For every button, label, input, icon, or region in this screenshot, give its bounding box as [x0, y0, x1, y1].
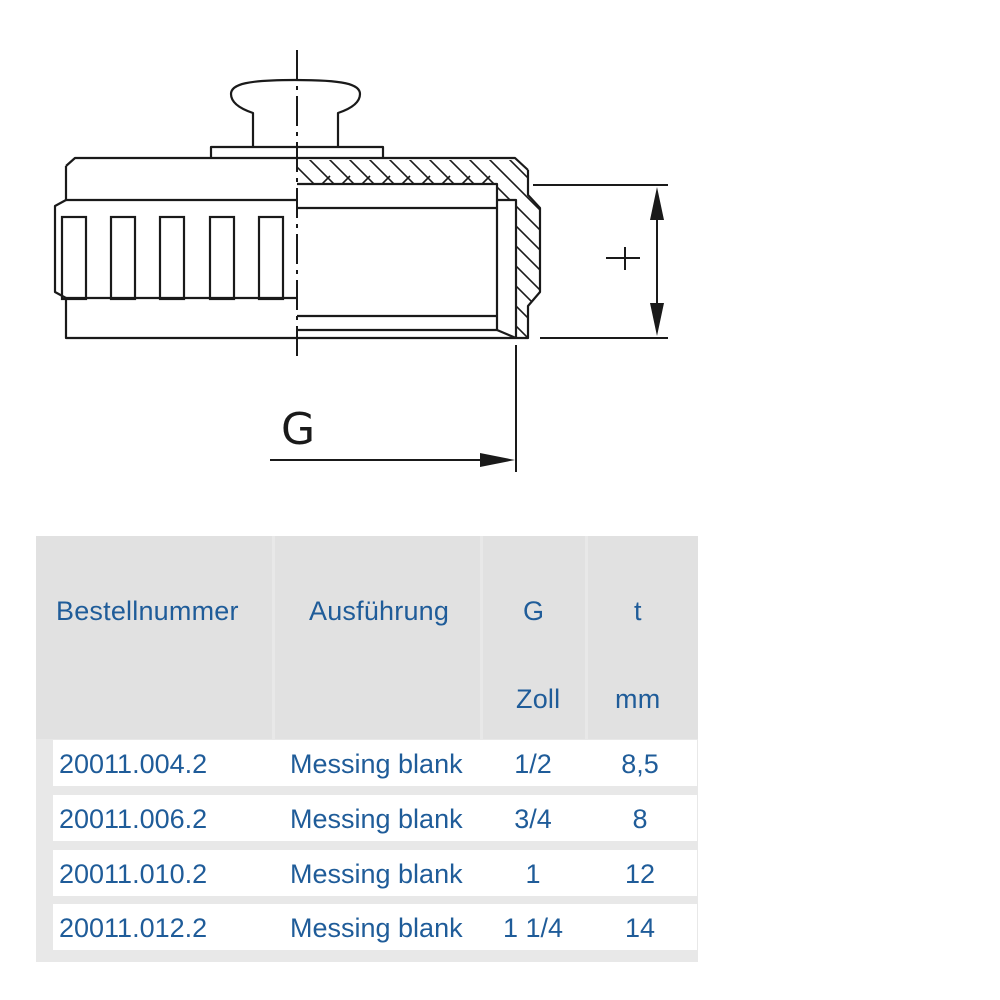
header-t-unit: mm — [615, 684, 661, 714]
cell-t: 8 — [632, 804, 648, 834]
table-row: 20011.006.2 Messing blank 3/4 8 — [53, 795, 697, 841]
cell-bestellnummer: 20011.012.2 — [59, 913, 208, 943]
cell-t: 12 — [624, 859, 656, 889]
cell-t: 8,5 — [621, 749, 659, 779]
dimension-t — [533, 184, 668, 339]
cell-g: 3/4 — [514, 804, 552, 834]
header-cell-ausfuehrung — [275, 536, 480, 739]
cap-technical-drawing: G — [53, 50, 668, 472]
header-cell-t — [588, 536, 698, 739]
header-g: G — [523, 596, 545, 626]
dimension-label-g: G — [281, 404, 315, 455]
cell-g: 1/2 — [514, 749, 552, 779]
cell-ausfuehrung: Messing blank — [290, 913, 463, 943]
dimension-g — [270, 345, 517, 472]
header-bestellnummer: Bestellnummer — [56, 596, 239, 626]
knob-icon — [229, 78, 362, 147]
cell-bestellnummer: 20011.010.2 — [59, 859, 208, 889]
table-row: 20011.012.2 Messing blank 1 1/4 14 — [53, 904, 697, 950]
cell-g: 1 1/4 — [502, 913, 564, 943]
header-ausfuehrung: Ausführung — [309, 596, 450, 626]
cap-outline — [53, 78, 542, 340]
dimension-label-t — [606, 247, 640, 270]
header-g-unit: Zoll — [516, 684, 561, 714]
cell-ausfuehrung: Messing blank — [290, 859, 463, 889]
spec-table: Bestellnummer Ausführung G t Zoll mm 200… — [36, 536, 698, 962]
cell-bestellnummer: 20011.006.2 — [59, 804, 208, 834]
section-hatching — [297, 160, 540, 338]
cell-bestellnummer: 20011.004.2 — [59, 749, 208, 779]
cell-g: 1 — [525, 859, 541, 889]
cell-ausfuehrung: Messing blank — [290, 749, 463, 779]
cell-ausfuehrung: Messing blank — [290, 804, 463, 834]
cell-t: 14 — [624, 913, 656, 943]
knurl-grooves — [60, 215, 285, 301]
table-row: 20011.004.2 Messing blank 1/2 8,5 — [53, 740, 697, 786]
header-t: t — [634, 596, 642, 626]
header-cell-bestellnummer — [36, 536, 272, 739]
header-cell-g — [483, 536, 585, 739]
table-row: 20011.010.2 Messing blank 1 12 — [53, 850, 697, 896]
